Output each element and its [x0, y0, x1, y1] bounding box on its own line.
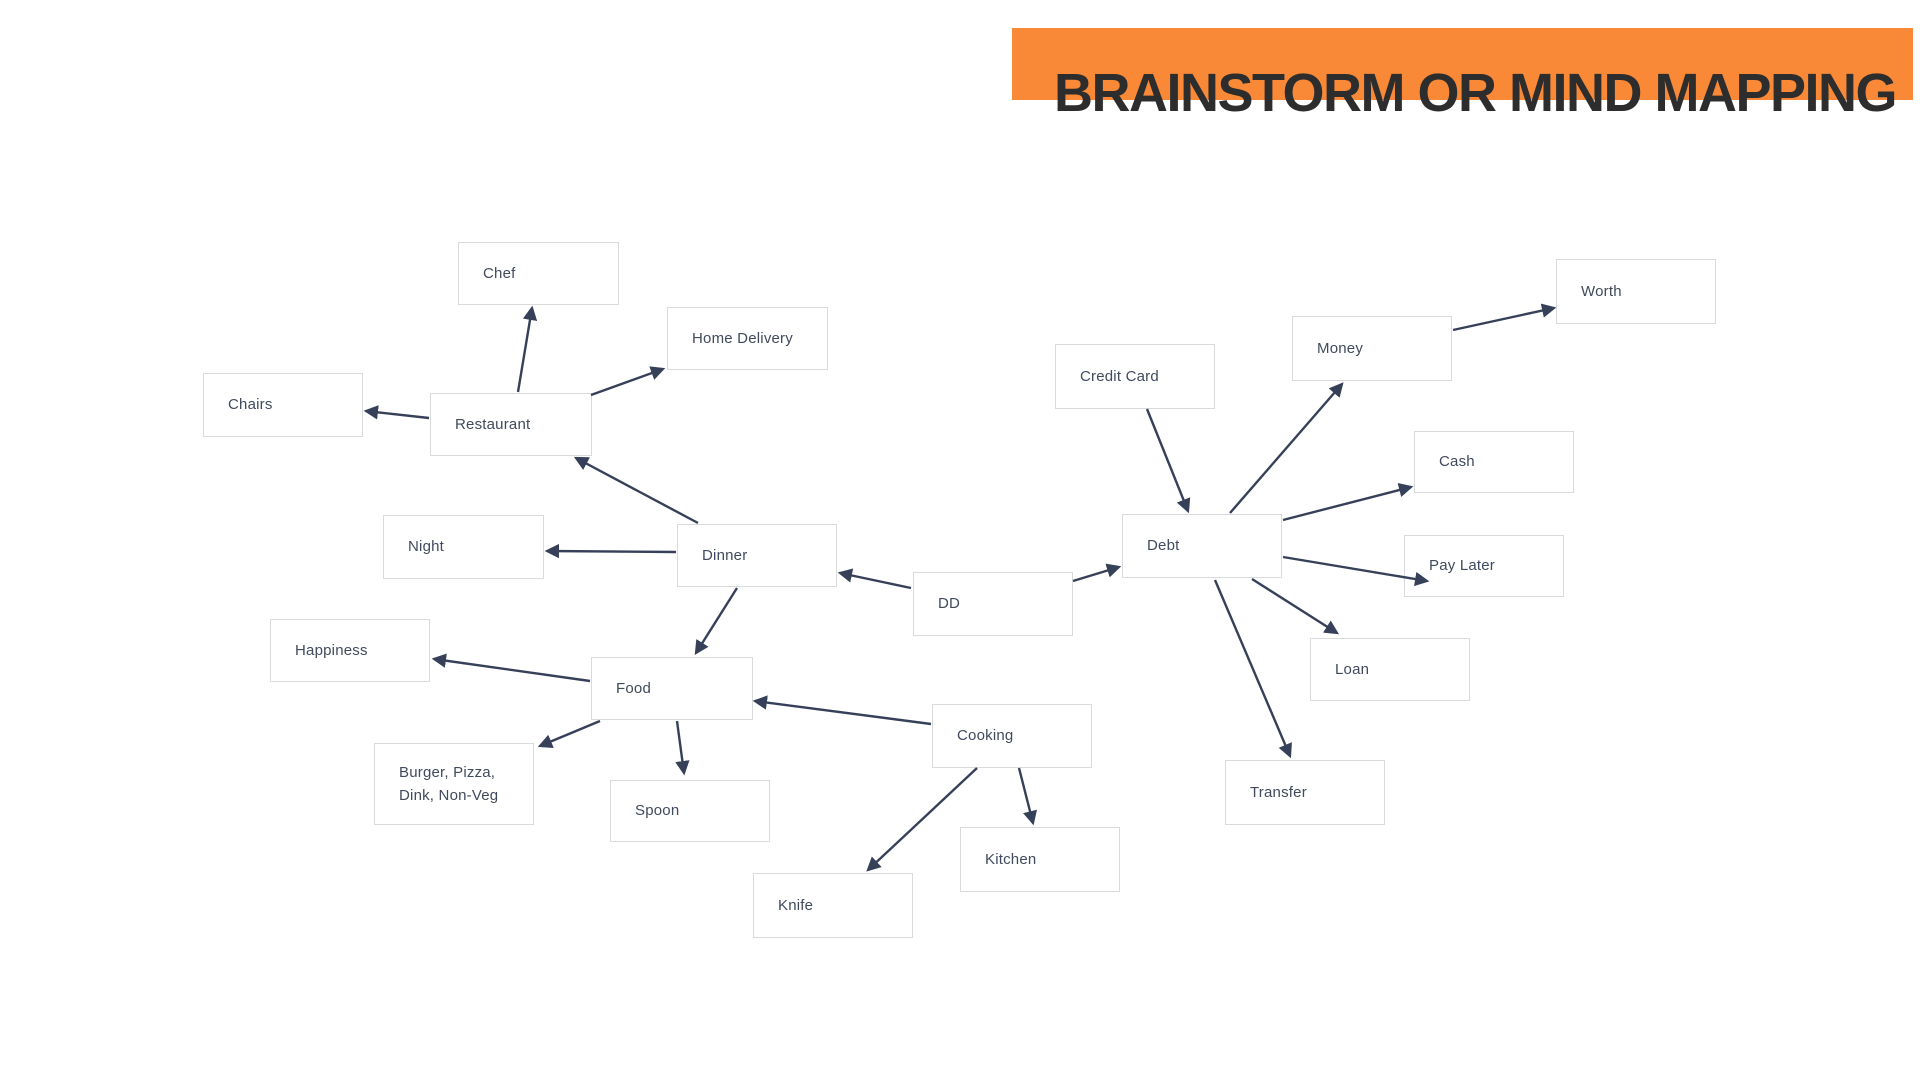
node-label: Loan [1335, 660, 1370, 678]
edge-cooking-to-food [752, 695, 932, 726]
edge-dinner-to-restaurant [573, 456, 699, 525]
node-chef[interactable]: Chef [458, 242, 619, 305]
node-pay-later[interactable]: Pay Later [1404, 535, 1564, 597]
page-title: BRAINSTORM OR MIND MAPPING [1054, 63, 1898, 123]
node-knife[interactable]: Knife [753, 873, 913, 938]
node-food[interactable]: Food [591, 657, 753, 720]
node-label: Money [1317, 339, 1364, 357]
node-money[interactable]: Money [1292, 316, 1452, 381]
edge-food-to-burger [537, 719, 601, 749]
edge-debt-to-loan [1251, 577, 1340, 635]
node-restaurant[interactable]: Restaurant [430, 393, 592, 456]
node-label: Food [616, 679, 651, 697]
node-credit-card[interactable]: Credit Card [1055, 344, 1215, 409]
node-label: Spoon [635, 802, 680, 820]
title-banner [1012, 28, 1913, 100]
node-label: Kitchen [985, 850, 1037, 868]
node-label: DD [938, 595, 961, 613]
node-label: Chairs [228, 396, 273, 414]
node-label: Pay Later [1429, 557, 1496, 575]
node-label: Happiness [295, 641, 368, 659]
edge-debt-to-money [1229, 382, 1344, 514]
node-label: Debt [1147, 537, 1180, 555]
edge-credit-card-to-debt [1145, 408, 1191, 514]
node-dd[interactable]: DD [913, 572, 1073, 636]
node-transfer[interactable]: Transfer [1225, 760, 1385, 825]
edge-food-to-happiness [431, 653, 591, 683]
node-loan[interactable]: Loan [1310, 638, 1470, 701]
edge-dinner-to-night [544, 543, 677, 559]
edge-money-to-worth [1452, 303, 1557, 332]
edge-cooking-to-kitchen [1017, 767, 1038, 826]
node-spoon[interactable]: Spoon [610, 780, 770, 842]
edge-restaurant-to-home-delivery [590, 366, 666, 397]
node-label: Transfer [1250, 783, 1307, 801]
node-worth[interactable]: Worth [1556, 259, 1716, 324]
node-home-delivery[interactable]: Home Delivery [667, 307, 828, 370]
node-debt[interactable]: Debt [1122, 514, 1282, 578]
edge-debt-to-cash [1282, 483, 1414, 522]
node-cooking[interactable]: Cooking [932, 704, 1092, 768]
node-label: Home Delivery [692, 329, 793, 347]
node-kitchen[interactable]: Kitchen [960, 827, 1120, 892]
node-label: Cash [1439, 453, 1475, 471]
node-happiness[interactable]: Happiness [270, 619, 430, 682]
node-night[interactable]: Night [383, 515, 544, 579]
node-cash[interactable]: Cash [1414, 431, 1574, 493]
edge-restaurant-to-chef [516, 305, 538, 393]
edge-debt-to-transfer [1213, 579, 1292, 759]
node-dinner[interactable]: Dinner [677, 524, 837, 587]
node-label: Restaurant [455, 415, 531, 433]
node-label: Night [408, 538, 445, 556]
node-label: Chef [483, 264, 516, 282]
edge-dd-to-debt [1072, 563, 1122, 583]
node-label: Worth [1581, 282, 1622, 300]
node-label: Dinner [702, 546, 748, 564]
node-chairs[interactable]: Chairs [203, 373, 363, 437]
edge-food-to-spoon [675, 720, 690, 776]
edge-dd-to-dinner [837, 568, 912, 590]
edge-restaurant-to-chairs [363, 405, 430, 420]
node-label: Cooking [957, 727, 1014, 745]
edge-dinner-to-food [694, 587, 739, 656]
node-label: Credit Card [1080, 367, 1159, 385]
node-label: Burger, Pizza, Dink, Non-Veg [399, 763, 499, 804]
node-label: Knife [778, 896, 814, 914]
node-burger[interactable]: Burger, Pizza, Dink, Non-Veg [374, 743, 534, 825]
